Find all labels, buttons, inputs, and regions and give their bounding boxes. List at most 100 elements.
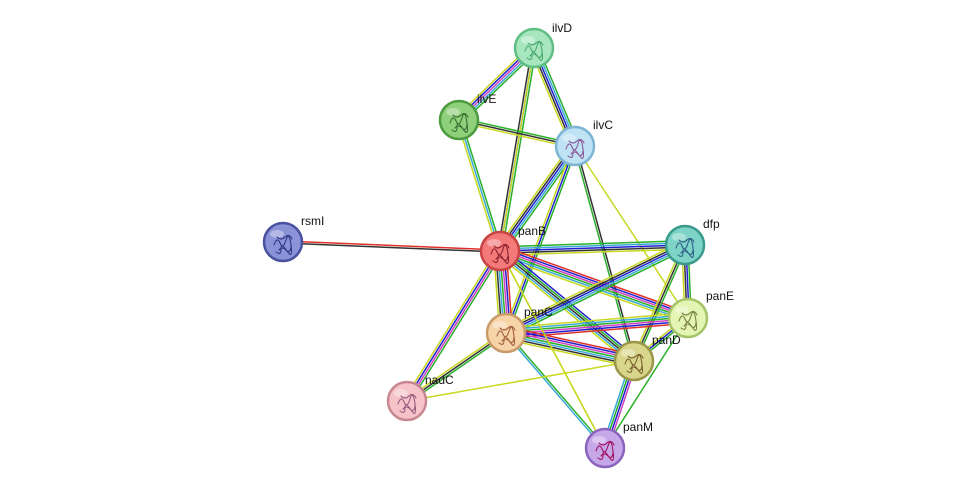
edge-evidence-line xyxy=(501,247,638,359)
node-panC[interactable]: panC xyxy=(485,305,553,354)
node-ilvC[interactable]: ilvC xyxy=(554,118,613,167)
edge-panC-panD[interactable] xyxy=(503,326,637,368)
node-label-ilvD: ilvD xyxy=(552,21,572,35)
edge-evidence-line xyxy=(633,244,686,362)
protein-structure-icon xyxy=(595,440,615,461)
protein-structure-icon xyxy=(273,234,293,255)
node-label-panB: panB xyxy=(518,224,546,238)
node-panB[interactable]: panB xyxy=(479,224,546,272)
edge-evidence-line xyxy=(499,47,535,252)
edge-evidence-line xyxy=(408,251,504,404)
node-circle[interactable] xyxy=(479,230,521,272)
protein-structure-icon xyxy=(524,40,544,61)
protein-structure-icon xyxy=(397,393,417,414)
edge-evidence-line xyxy=(403,248,499,401)
edge-evidence-line xyxy=(604,317,689,449)
edge-evidence-line xyxy=(504,336,634,366)
node-highlight xyxy=(621,349,635,357)
edge-evidence-line xyxy=(500,146,578,253)
edge-evidence-line xyxy=(458,119,501,252)
node-circle[interactable] xyxy=(513,27,555,69)
edge-evidence-line xyxy=(497,144,575,251)
edge-evidence-line xyxy=(499,242,686,250)
node-circle[interactable] xyxy=(664,224,706,266)
edge-panB-panM[interactable] xyxy=(499,250,606,449)
edge-evidence-line xyxy=(500,247,690,316)
edge-evidence-line xyxy=(504,314,689,331)
node-dfp[interactable]: dfp xyxy=(664,217,720,266)
node-label-nadC: nadC xyxy=(425,373,454,387)
edge-evidence-line xyxy=(504,332,605,450)
edge-panE-panM[interactable] xyxy=(604,317,689,449)
edge-evidence-line xyxy=(506,331,607,449)
protein-structure-icon xyxy=(490,243,510,264)
edge-ilvC-panC[interactable] xyxy=(503,144,578,335)
edge-evidence-line xyxy=(506,328,636,358)
node-highlight xyxy=(521,36,535,44)
edge-evidence-line xyxy=(282,242,501,253)
node-label-panM: panM xyxy=(623,420,653,434)
edge-rsmI-panB[interactable] xyxy=(282,240,501,253)
edge-ilvC-panB[interactable] xyxy=(495,142,580,255)
node-circle[interactable] xyxy=(262,221,304,263)
edge-ilvE-panB[interactable] xyxy=(456,118,503,253)
edge-evidence-line xyxy=(405,249,500,402)
edge-evidence-line xyxy=(499,244,686,252)
node-highlight xyxy=(394,389,408,397)
node-highlight xyxy=(562,134,576,142)
node-highlight xyxy=(592,436,606,444)
node-label-panD: panD xyxy=(652,333,681,347)
edge-evidence-line xyxy=(499,250,606,449)
node-panD[interactable]: panD xyxy=(613,333,681,382)
node-label-dfp: dfp xyxy=(703,217,720,231)
edge-evidence-line xyxy=(631,243,684,361)
node-highlight xyxy=(270,230,284,238)
node-rsmI[interactable]: rsmI xyxy=(262,214,324,263)
edge-evidence-line xyxy=(504,334,635,364)
node-label-panE: panE xyxy=(706,289,734,303)
edge-evidence-line xyxy=(501,47,537,253)
edge-evidence-line xyxy=(505,145,576,334)
node-label-ilvE: ilvE xyxy=(477,92,496,106)
node-panE[interactable]: panE xyxy=(667,289,734,339)
edge-evidence-line xyxy=(499,248,686,256)
edge-evidence-line xyxy=(505,316,689,333)
node-label-rsmI: rsmI xyxy=(301,214,324,228)
node-circle[interactable] xyxy=(554,125,596,167)
edge-evidence-line xyxy=(506,326,637,356)
edge-evidence-line xyxy=(503,338,634,368)
edge-evidence-line xyxy=(282,240,501,251)
edge-evidence-line xyxy=(573,145,634,363)
edge-panB-nadC[interactable] xyxy=(403,248,504,404)
edge-ilvD-panB[interactable] xyxy=(499,47,535,252)
edge-evidence-line xyxy=(495,142,573,250)
edge-evidence-line xyxy=(574,145,689,319)
node-panM[interactable]: panM xyxy=(584,420,653,469)
edge-evidence-line xyxy=(505,318,689,335)
edge-evidence-line xyxy=(499,249,690,318)
protein-structure-icon xyxy=(449,112,469,133)
node-circle[interactable] xyxy=(485,312,527,354)
edge-dfp-panD[interactable] xyxy=(631,243,688,363)
nodes-layer: ilvD ilvE ilvC rsmI panB dfp panE panC panD nadC p… xyxy=(262,21,734,469)
node-circle[interactable] xyxy=(584,427,626,469)
node-highlight xyxy=(446,108,460,116)
node-circle[interactable] xyxy=(667,297,709,339)
node-circle[interactable] xyxy=(613,340,655,382)
node-ilvD[interactable]: ilvD xyxy=(513,21,572,69)
node-circle[interactable] xyxy=(438,99,480,141)
edge-ilvC-panE[interactable] xyxy=(574,145,689,319)
edge-nadC-panD[interactable] xyxy=(406,360,635,402)
node-circle[interactable] xyxy=(386,380,428,422)
edge-evidence-line xyxy=(456,119,499,253)
edge-evidence-line xyxy=(499,145,576,252)
edge-panB-dfp[interactable] xyxy=(499,240,686,256)
node-highlight xyxy=(675,306,689,314)
protein-structure-icon xyxy=(678,310,698,331)
node-label-panC: panC xyxy=(524,305,553,319)
edge-evidence-line xyxy=(499,246,686,254)
node-ilvE[interactable]: ilvE xyxy=(438,92,496,141)
node-nadC[interactable]: nadC xyxy=(386,373,454,422)
edge-panC-panM[interactable] xyxy=(504,331,607,450)
